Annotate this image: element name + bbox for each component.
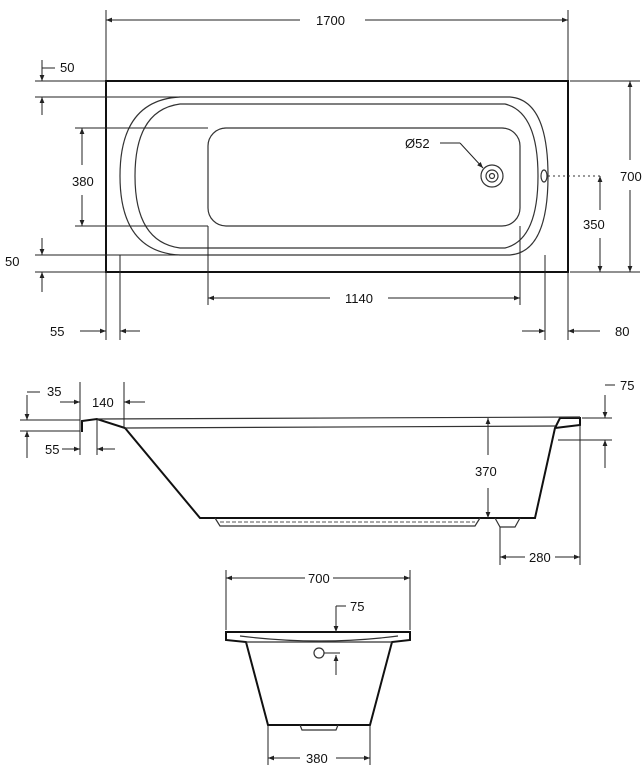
tub-end-profile — [225, 631, 411, 726]
dim-slope-top: 140 — [92, 395, 114, 410]
dim-end-bottom-width: 380 — [306, 751, 328, 766]
plan-view: 1700 700 50 380 50 Ø52 350 1140 55 — [5, 10, 642, 340]
end-view: 700 75 380 — [225, 570, 411, 766]
dim-end-width: 700 — [308, 571, 330, 586]
dim-foot-offset: 280 — [529, 550, 551, 565]
tub-inner-rim — [119, 96, 549, 256]
dim-overall-length: 1700 — [316, 13, 345, 28]
dim-right-rim: 75 — [620, 378, 634, 393]
overflow-icon — [313, 647, 325, 659]
dim-depth: 370 — [475, 464, 497, 479]
tub-side-profile — [81, 417, 581, 519]
dim-right-offset: 80 — [615, 324, 629, 339]
dim-rim-bottom: 50 — [5, 254, 19, 269]
drain-icon — [480, 164, 504, 188]
side-view: 35 140 55 75 370 280 — [20, 378, 634, 565]
dim-left-offset: 55 — [50, 324, 64, 339]
overflow-icon — [540, 169, 548, 183]
tub-bottom — [207, 127, 521, 227]
tub-feet — [214, 517, 521, 528]
tub-inner-wall — [134, 103, 539, 249]
dim-inner-bottom-length: 1140 — [345, 291, 373, 306]
dim-overflow-offset: 75 — [350, 599, 364, 614]
dim-inner-bottom-width: 380 — [72, 174, 94, 189]
tub-outline — [105, 80, 569, 273]
dim-drain-offset: 350 — [583, 217, 605, 232]
dim-drain-diameter: Ø52 — [405, 136, 430, 151]
dim-rim-top: 50 — [60, 60, 74, 75]
dim-overall-width: 700 — [620, 169, 642, 184]
dim-rim-thickness: 35 — [47, 384, 61, 399]
dim-rim-inset: 55 — [45, 442, 59, 457]
